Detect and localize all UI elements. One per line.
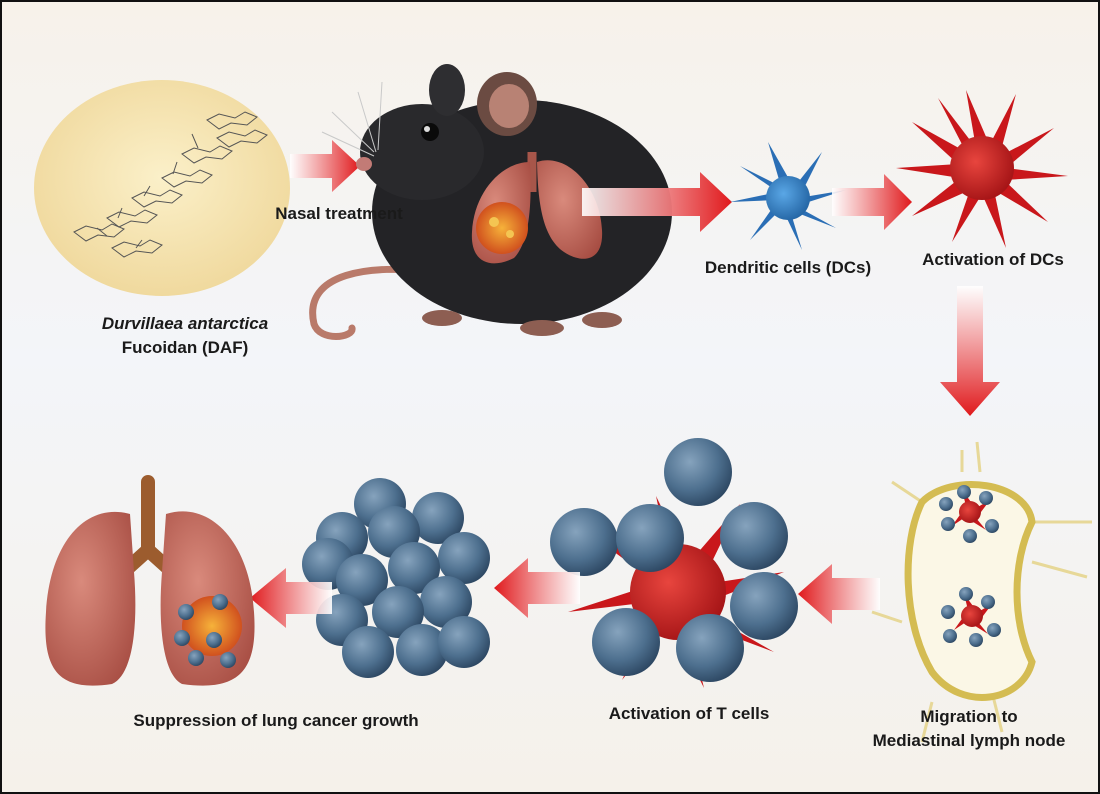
dendritic-cell-blue (730, 142, 846, 250)
arrow-to-mouse (290, 140, 360, 192)
expanded-t-cell-cluster (302, 478, 490, 678)
lymph-node (871, 441, 1092, 743)
arrow-to-dcs (582, 172, 732, 232)
arrow-to-lungs (250, 568, 332, 628)
suppression-label: Suppression of lung cancer growth (133, 711, 419, 730)
arrow-down (940, 286, 1000, 416)
t-cell-activation-cluster (550, 438, 798, 688)
activation-dcs-label: Activation of DCs (922, 250, 1064, 269)
arrow-to-activation (832, 174, 912, 230)
dcs-label: Dendritic cells (DCs) (704, 258, 872, 277)
migration-label-line1: Migration to (920, 707, 1018, 726)
t-cells-label: Activation of T cells (608, 704, 770, 723)
arrow-to-t-cells (798, 564, 880, 624)
migration-label-line2: Mediastinal lymph node (872, 731, 1066, 750)
species-label: Durvillaea antarctica (101, 314, 269, 333)
nasal-treatment-label: Nasal treatment (275, 204, 403, 223)
arrow-to-expansion (494, 558, 580, 618)
mouse-lungs (471, 152, 603, 264)
compound-label: Fucoidan (DAF) (121, 338, 249, 357)
human-lungs (45, 475, 255, 686)
dendritic-cell-activated (896, 90, 1068, 248)
fucoidan-structure (34, 80, 290, 296)
